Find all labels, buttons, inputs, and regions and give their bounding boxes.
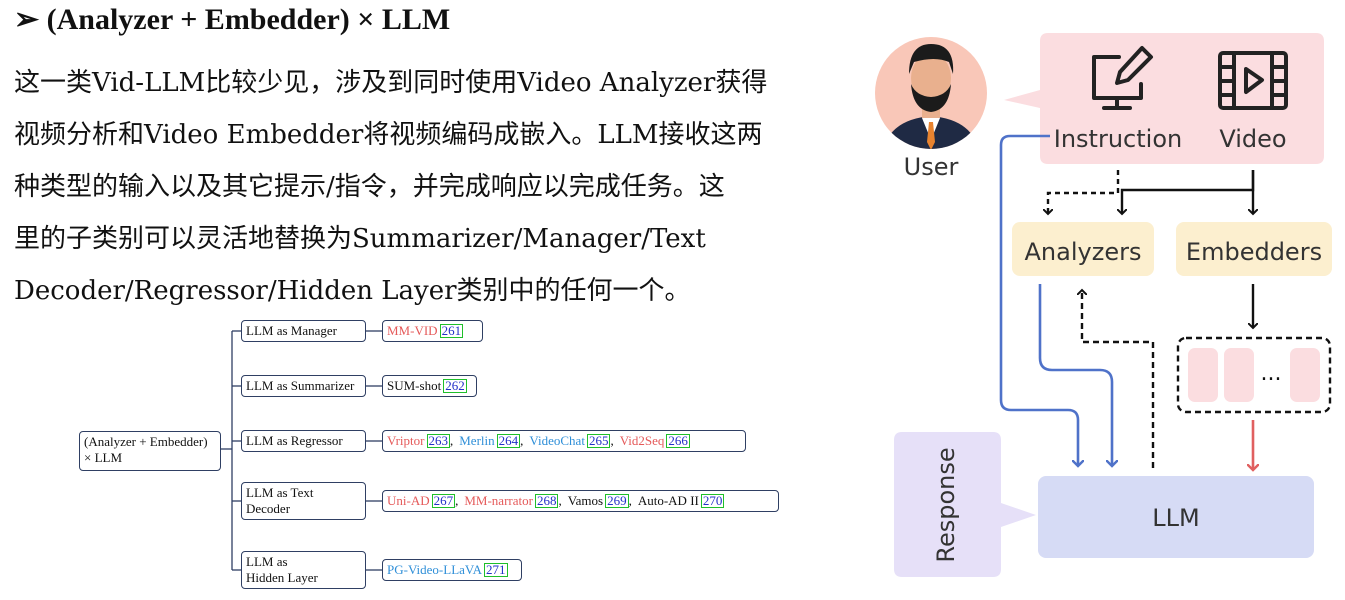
paragraph-line: 里的子类别可以灵活地替换为Summarizer/Manager/Text [14,224,706,254]
llm-label: LLM [1152,504,1199,532]
paragraph-line: 这一类Vid-LLM比较少见，涉及到同时使用Video Analyzer获得 [14,68,768,98]
method-name: MM-narrator [464,493,533,508]
paragraph-line: Decoder/Regressor/Hidden Layer类别中的任何一个。 [14,276,691,306]
llm-box [1038,476,1314,558]
method-name: Merlin [459,433,495,448]
tree-root: (Analyzer + Embedder) × LLM [79,431,221,471]
method-name: Vamos [567,493,604,508]
architecture-diagram: User Instruction Video Analyzers Embedde… [875,33,1332,577]
analyzers-label: Analyzers [1025,238,1142,266]
leaf-regressor: Vriptor 263, Merlin 264, VideoChat 265, … [382,430,746,452]
user-avatar [875,37,987,149]
embedding-token [1188,348,1218,402]
citation-ref[interactable]: 266 [666,433,690,448]
input-panel [1004,33,1324,164]
method-name: VideoChat [529,433,585,448]
video-film-icon [1218,51,1288,110]
analyzers-to-llm-arrow [1038,284,1112,466]
branch-label: LLM as Summarizer [246,378,355,393]
branch-label: LLM as Text Decoder [246,485,314,516]
embedding-token [1290,348,1320,402]
llm-to-analyzers-dashed [1082,290,1155,468]
citation-ref[interactable]: 267 [431,493,456,508]
response-label: Response [932,447,960,562]
method-name: PG-Video-LLaVA [387,562,483,577]
embedders-label: Embedders [1186,238,1322,266]
embedding-ellipsis: ... [1261,361,1282,386]
citation-ref[interactable]: 264 [496,433,521,448]
video-label: Video [1219,125,1286,153]
branch-manager: LLM as Manager [241,320,366,342]
citation-ref[interactable]: 262 [443,378,467,393]
paragraph-line: 种类型的输入以及其它提示/指令，并完成响应以完成任务。这 [14,172,725,202]
method-name: Uni-AD [387,493,430,508]
citation-ref[interactable]: 269 [605,493,629,508]
method-name: SUM-shot [387,378,442,393]
tree-root-label: (Analyzer + Embedder) × LLM [84,434,208,465]
response-panel [894,432,1036,577]
tree-connectors [221,330,382,571]
paragraph-line: 视频分析和Video Embedder将视频编码成嵌入。LLM接收这两 [14,120,763,150]
leaf-hidden-layer: PG-Video-LLaVA 271 [382,559,522,581]
branch-label: LLM as Hidden Layer [246,554,318,585]
branch-text-decoder: LLM as Text Decoder [241,482,366,520]
embedding-token [1224,348,1254,402]
branch-regressor: LLM as Regressor [241,430,366,452]
video-to-analyzers-arrow [1122,170,1255,214]
instruction-label: Instruction [1054,125,1182,153]
branch-label: LLM as Manager [246,323,337,338]
citation-ref[interactable]: 270 [700,493,725,508]
method-name: Vid2Seq [619,433,665,448]
citation-ref[interactable]: 261 [439,323,464,338]
section-heading: ➢ (Analyzer + Embedder) × LLM [14,3,451,36]
embedders-box [1176,222,1332,276]
citation-ref[interactable]: 263 [426,433,450,448]
citation-ref[interactable]: 268 [534,493,559,508]
user-label: User [904,153,959,181]
leaf-summarizer: SUM-shot 262 [382,375,477,397]
method-name: MM-VID [387,323,438,338]
analyzers-box [1012,222,1154,276]
method-name: Vriptor [387,433,425,448]
method-name: Auto-AD II [637,493,699,508]
instruction-to-analyzers-dashed [1048,170,1120,214]
citation-ref[interactable]: 271 [484,562,508,577]
leaf-text-decoder: Uni-AD 267, MM-narrator 268, Vamos 269, … [382,490,779,512]
branch-hidden-layer: LLM as Hidden Layer [241,551,366,589]
branch-label: LLM as Regressor [246,433,343,448]
monitor-edit-icon [1092,46,1153,110]
leaf-manager: MM-VID 261 [382,320,483,342]
instruction-to-llm-arrow [999,134,1078,466]
citation-ref[interactable]: 265 [586,433,611,448]
branch-summarizer: LLM as Summarizer [241,375,366,397]
